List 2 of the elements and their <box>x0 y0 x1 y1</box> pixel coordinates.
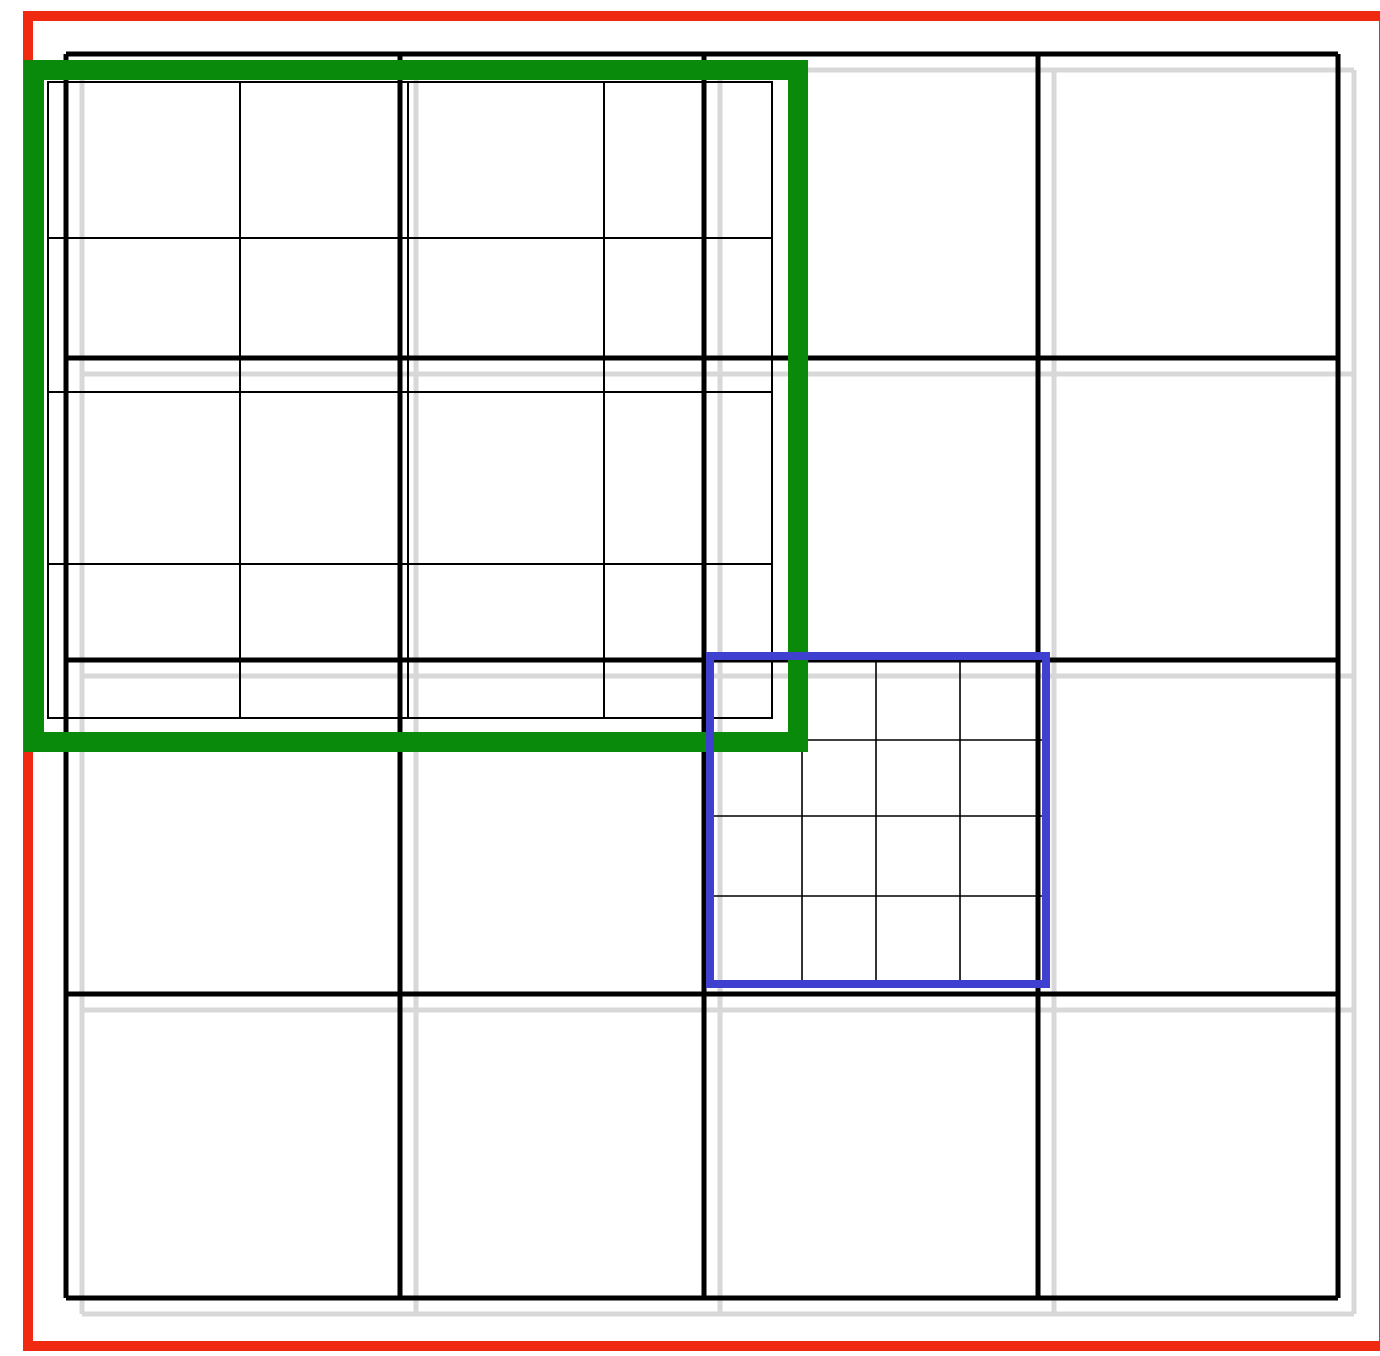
frame <box>706 652 1050 988</box>
frame <box>24 60 808 752</box>
